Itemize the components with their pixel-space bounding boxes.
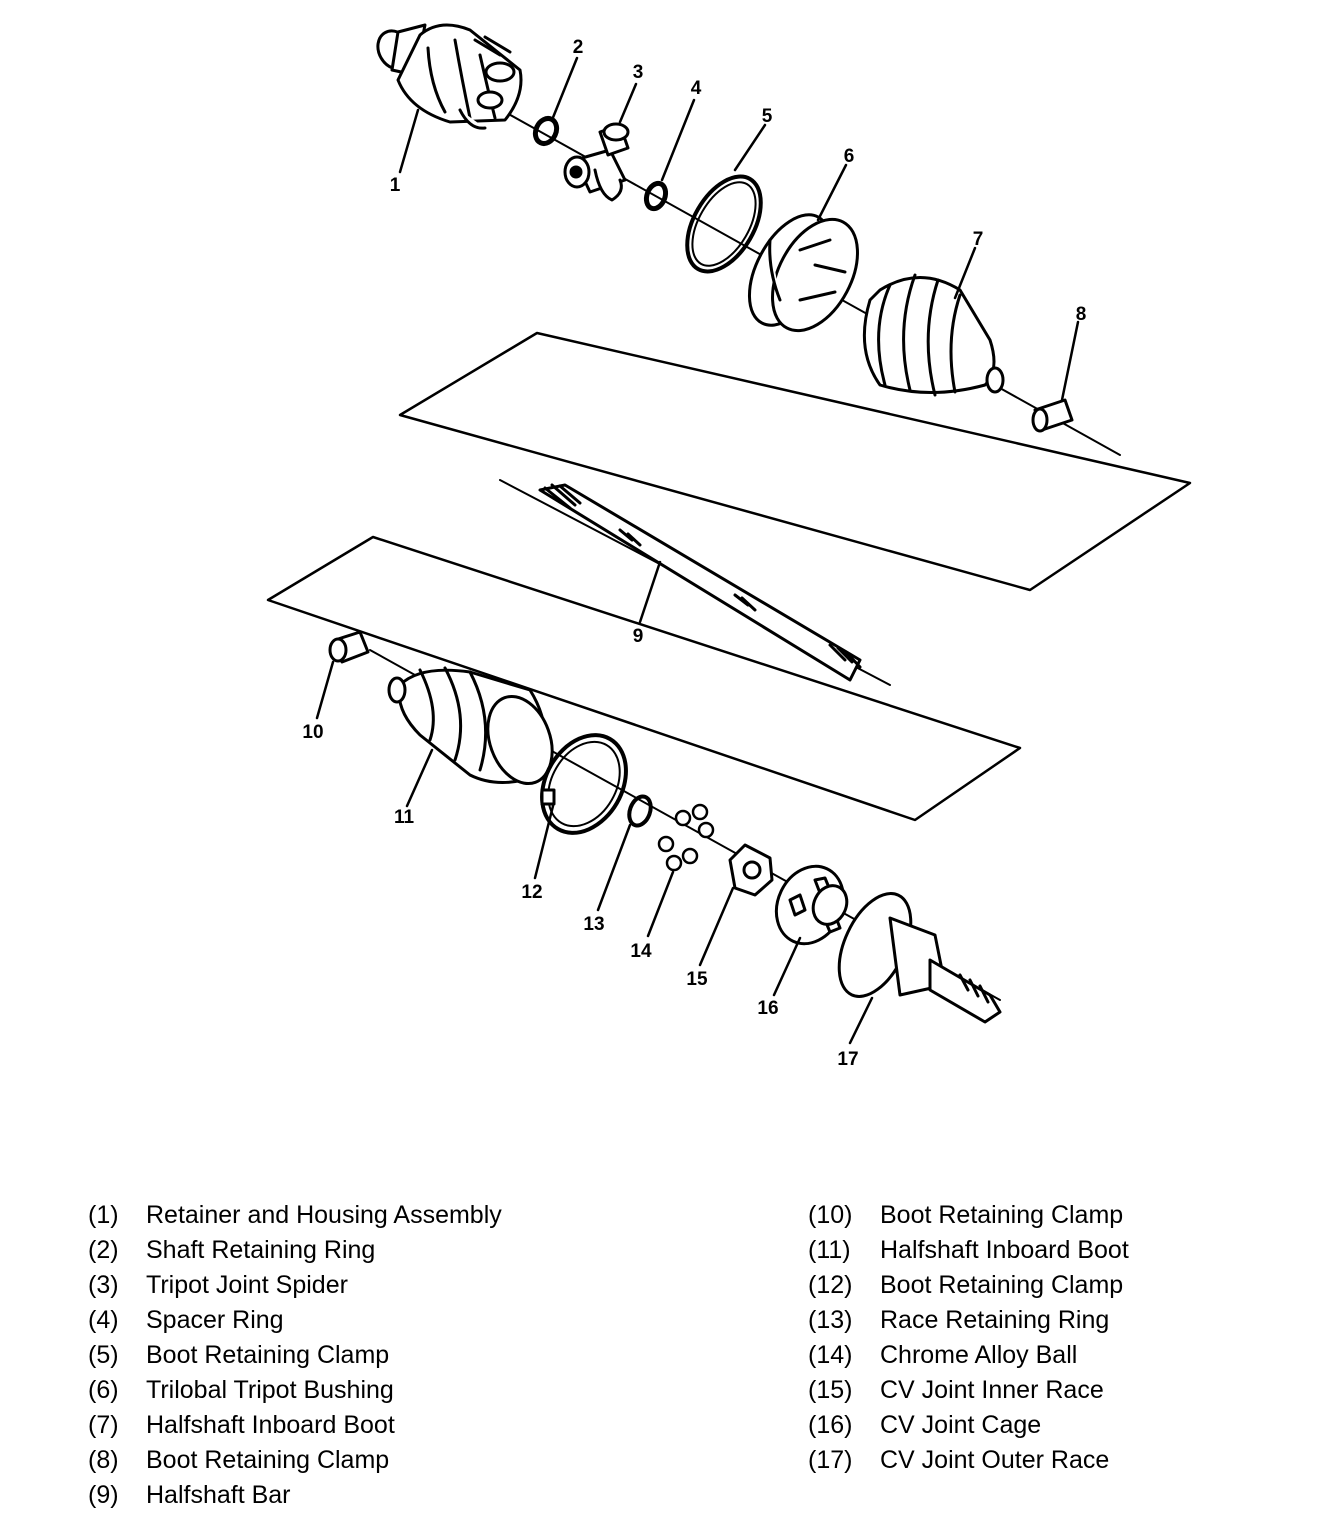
callout-13: 13 <box>583 914 604 935</box>
legend-item-label: Spacer Ring <box>146 1306 284 1334</box>
callout-14: 14 <box>630 941 652 962</box>
legend-item: (6) Trilobal Tripot Bushing <box>88 1373 502 1408</box>
legend-item-label: Boot Retaining Clamp <box>146 1341 390 1369</box>
legend-item-label: Halfshaft Inboard Boot <box>880 1236 1129 1264</box>
inboard-boot-7-part <box>862 273 1005 397</box>
legend-item-label: Retainer and Housing Assembly <box>146 1201 502 1229</box>
legend-item-label: Boot Retaining Clamp <box>880 1201 1124 1229</box>
spacer-ring-part <box>643 180 669 212</box>
legend-item-label: Halfshaft Inboard Boot <box>146 1411 395 1439</box>
legend-item-number: (10) <box>808 1201 853 1229</box>
callout-9: 9 <box>633 626 644 647</box>
legend-item-number: (9) <box>88 1481 119 1509</box>
callout-4: 4 <box>691 78 702 99</box>
parts-legend-left: (1) Retainer and Housing Assembly (2) Shaf… <box>88 1198 502 1513</box>
legend-item-number: (12) <box>808 1271 853 1299</box>
legend-item: (7) Halfshaft Inboard Boot <box>88 1408 502 1443</box>
outboard-group-outline <box>266 535 1022 822</box>
legend-item: (4) Spacer Ring <box>88 1303 502 1338</box>
legend-item-number: (13) <box>808 1306 853 1334</box>
legend-item-label: CV Joint Cage <box>880 1411 1042 1439</box>
inboard-boot-11-part <box>387 666 554 786</box>
legend-item-number: (15) <box>808 1376 853 1404</box>
legend-item: (14) Chrome Alloy Ball <box>808 1338 1129 1373</box>
legend-item-number: (7) <box>88 1411 119 1439</box>
callout-numbers: 1 2 3 4 5 6 7 8 9 10 11 12 13 14 15 16 1… <box>302 37 1086 1070</box>
legend-item-number: (17) <box>808 1446 853 1474</box>
legend-item-number: (1) <box>88 1201 119 1229</box>
callout-8: 8 <box>1076 304 1087 325</box>
callout-16: 16 <box>757 998 778 1019</box>
legend-item-number: (3) <box>88 1271 119 1299</box>
callout-17: 17 <box>837 1049 858 1070</box>
callout-15: 15 <box>686 969 708 990</box>
callout-1: 1 <box>390 175 401 196</box>
legend-item-label: CV Joint Inner Race <box>880 1376 1104 1404</box>
legend-item: (12) Boot Retaining Clamp <box>808 1268 1129 1303</box>
legend-item: (3) Tripot Joint Spider <box>88 1268 502 1303</box>
legend-item-label: Tripot Joint Spider <box>146 1271 348 1299</box>
cv-inner-race-part <box>728 843 774 897</box>
legend-item: (9) Halfshaft Bar <box>88 1478 502 1513</box>
tripot-spider-part <box>563 122 630 202</box>
legend-item-number: (14) <box>808 1341 853 1369</box>
legend-item-number: (16) <box>808 1411 853 1439</box>
legend-item: (5) Boot Retaining Clamp <box>88 1338 502 1373</box>
callout-5: 5 <box>762 106 773 127</box>
legend-item-number: (5) <box>88 1341 119 1369</box>
callout-3: 3 <box>633 62 644 83</box>
legend-item-label: Chrome Alloy Ball <box>880 1341 1078 1369</box>
shaft-retaining-ring-part <box>532 115 560 147</box>
parts-legend-right: (10) Boot Retaining Clamp (11) Halfshaft I… <box>808 1198 1129 1478</box>
callout-11: 11 <box>394 807 415 828</box>
legend-item: (11) Halfshaft Inboard Boot <box>808 1233 1129 1268</box>
cv-outer-race-part <box>837 892 1002 1024</box>
legend-item-label: CV Joint Outer Race <box>880 1446 1110 1474</box>
boot-clamp-10-part <box>328 630 370 664</box>
legend-item-label: Trilobal Tripot Bushing <box>146 1376 394 1404</box>
legend-item-number: (4) <box>88 1306 119 1334</box>
cv-cage-part <box>774 864 849 946</box>
legend-item: (15) CV Joint Inner Race <box>808 1373 1129 1408</box>
legend-item: (1) Retainer and Housing Assembly <box>88 1198 502 1233</box>
legend-item-number: (11) <box>808 1236 851 1264</box>
legend-item: (8) Boot Retaining Clamp <box>88 1443 502 1478</box>
legend-item-number: (8) <box>88 1446 119 1474</box>
boot-clamp-5-part <box>685 174 763 274</box>
halfshaft-group-outline <box>398 331 1192 592</box>
leader-lines <box>315 56 1080 1045</box>
legend-item-number: (6) <box>88 1376 119 1404</box>
legend-item: (2) Shaft Retaining Ring <box>88 1233 502 1268</box>
halfshaft-bar-part <box>538 483 862 682</box>
callout-10: 10 <box>302 722 323 743</box>
legend-item-label: Halfshaft Bar <box>146 1481 291 1509</box>
legend-item-label: Race Retaining Ring <box>880 1306 1110 1334</box>
race-retaining-ring-part <box>627 794 653 828</box>
callout-2: 2 <box>573 37 584 58</box>
chrome-alloy-balls-part <box>657 803 715 872</box>
legend-item-number: (2) <box>88 1236 119 1264</box>
retainer-housing-part <box>376 23 523 130</box>
callout-12: 12 <box>521 882 542 903</box>
callout-7: 7 <box>973 229 984 250</box>
trilobal-bushing-part <box>747 213 859 333</box>
exploded-view-diagram: 1 2 3 4 5 6 7 8 9 10 11 12 13 14 15 16 1… <box>266 23 1192 1070</box>
boot-clamp-8-part <box>1031 398 1074 433</box>
legend-item: (16) CV Joint Cage <box>808 1408 1129 1443</box>
legend-item-label: Boot Retaining Clamp <box>146 1446 390 1474</box>
callout-6: 6 <box>844 146 855 167</box>
legend-item: (17) CV Joint Outer Race <box>808 1443 1129 1478</box>
legend-item: (10) Boot Retaining Clamp <box>808 1198 1129 1233</box>
legend-item: (13) Race Retaining Ring <box>808 1303 1129 1338</box>
boot-clamp-12-part <box>540 733 628 835</box>
legend-item-label: Shaft Retaining Ring <box>146 1236 376 1264</box>
legend-item-label: Boot Retaining Clamp <box>880 1271 1124 1299</box>
